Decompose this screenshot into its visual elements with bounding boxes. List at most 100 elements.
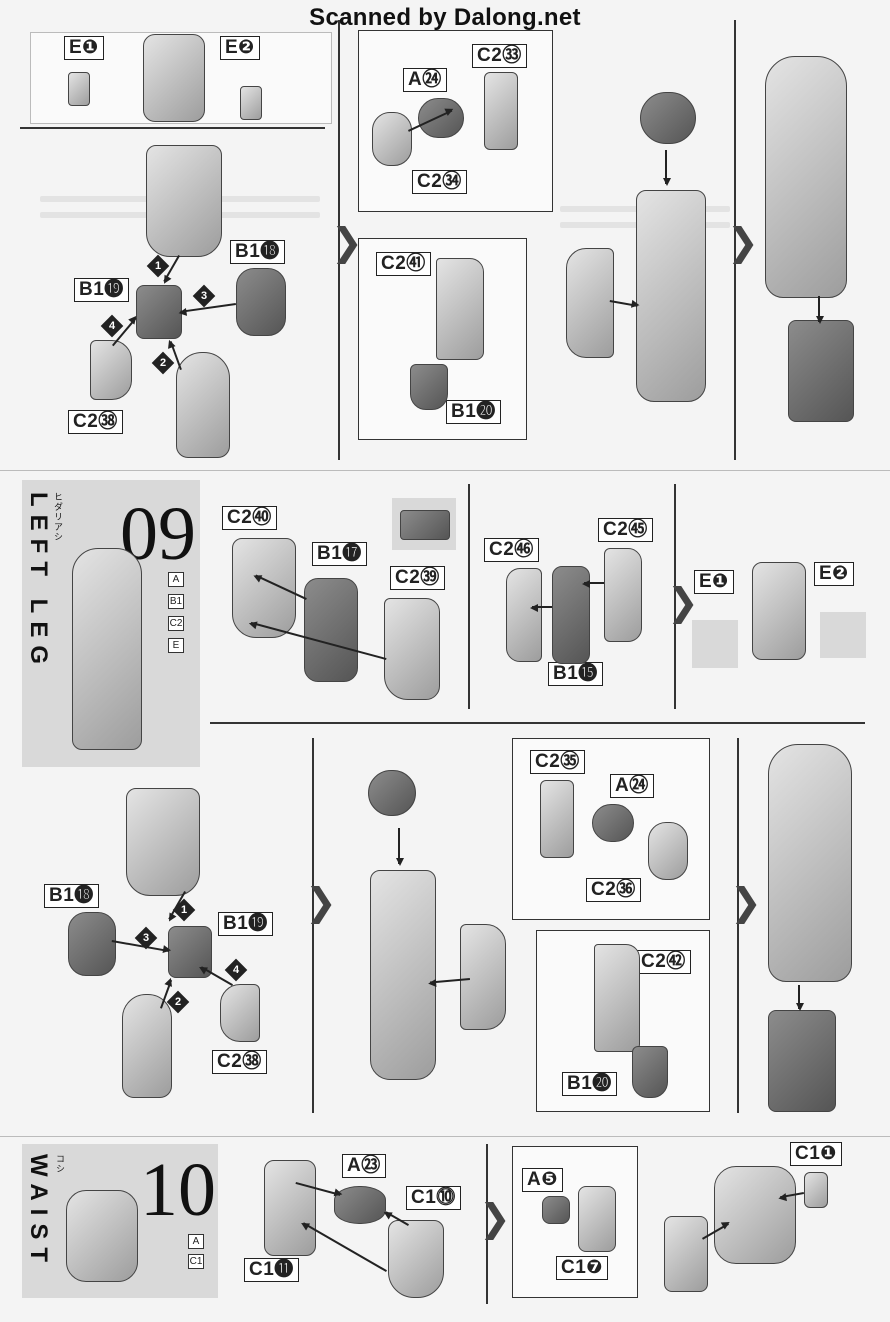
divider: [312, 738, 314, 1113]
step-marker: 1: [172, 898, 196, 922]
chevron-right-icon: ❯: [305, 880, 337, 924]
runner-tag: A: [188, 1234, 204, 1249]
skirt-part: [664, 1216, 708, 1292]
thigh-armor-part: [384, 598, 440, 700]
part-label-c1: C1❶: [790, 1142, 842, 1166]
connector-part: [540, 780, 574, 858]
section-kana: コシ: [55, 1154, 65, 1174]
section-divider: [0, 470, 890, 471]
leg-frame-part: [752, 562, 806, 660]
runner-tag: B1: [168, 594, 184, 609]
step-marker: 3: [192, 284, 216, 308]
ball-joint-part: [640, 92, 696, 144]
section-title: LEFT LEG: [25, 492, 52, 672]
section-title: WAIST: [25, 1154, 52, 1270]
runner-tag: E: [168, 638, 184, 653]
assembly-arrow: [798, 985, 800, 1009]
chevron-right-icon: ❯: [331, 220, 363, 264]
part-label-e1: E❶: [64, 36, 104, 60]
part-label-c39: C2㊴: [390, 566, 445, 590]
section-number: 10: [140, 1148, 216, 1232]
part-label-c11: C1⓫: [244, 1258, 299, 1282]
thigh-armor-part: [146, 145, 222, 257]
part-label-a24: A㉔: [610, 774, 654, 798]
knee-joint-part: [136, 285, 182, 339]
leg-assembly-part: [768, 744, 852, 982]
part-label-b18: B1⓲: [230, 240, 285, 264]
side-armor-part: [566, 248, 614, 358]
foot-part: [768, 1010, 836, 1112]
watermark-text: Scanned by Dalong.net: [309, 4, 581, 31]
foot-part: [648, 822, 688, 880]
ball-joint-part: [592, 804, 634, 842]
shin-armor-part: [604, 548, 642, 642]
small-peg-part: [240, 86, 262, 120]
small-peg-part: [68, 72, 90, 106]
foot-part: [788, 320, 854, 422]
thigh-armor-part: [126, 788, 200, 896]
assembly-arrow: [665, 150, 667, 184]
thruster-part: [410, 364, 448, 410]
waist-assembly-part: [714, 1166, 796, 1264]
step-marker: 2: [151, 351, 175, 375]
assembly-arrow: [398, 828, 400, 864]
part-label-c35: C2㉟: [530, 750, 585, 774]
waist-armor-part: [388, 1220, 444, 1298]
part-label-b19: B1⓳: [218, 912, 273, 936]
foot-part: [372, 112, 412, 166]
runner-tag: C2: [168, 616, 184, 631]
part-label-c42: C2㊷: [636, 950, 691, 974]
step-marker: 4: [224, 958, 248, 982]
part-label-c41: C2㊶: [376, 252, 431, 276]
connector-part: [484, 72, 518, 150]
thigh-frame-part: [304, 578, 358, 682]
part-label-b20: B1⓴: [446, 400, 501, 424]
shin-part: [176, 352, 230, 458]
divider: [486, 1144, 488, 1304]
part-label-c46: C2㊻: [484, 538, 539, 562]
chevron-right-icon: ❯: [727, 220, 759, 264]
part-label-c36: C2㊱: [586, 878, 641, 902]
knee-cap-part: [236, 268, 286, 336]
runner-tag: A: [168, 572, 184, 587]
assembly-arrow: [584, 582, 604, 584]
part-label-b17: B1⓱: [312, 542, 367, 566]
part-label-a23: A㉓: [342, 1154, 386, 1178]
part-label-e2: E❷: [220, 36, 260, 60]
part-label-c10: C1⓾: [406, 1186, 461, 1210]
divider: [737, 738, 739, 1113]
side-armor-part: [460, 924, 506, 1030]
part-label-a5: A❺: [522, 1168, 563, 1192]
divider: [210, 722, 865, 724]
side-armor-part: [436, 258, 484, 360]
small-armor-part: [804, 1172, 828, 1208]
assembly-arrow: [818, 296, 820, 322]
side-armor-part: [594, 944, 640, 1052]
part-label-e2: E❷: [814, 562, 854, 586]
assembly-arrow: [180, 303, 236, 313]
part-label-c40: C2㊵: [222, 506, 277, 530]
knee-armor-part: [220, 984, 260, 1042]
waist-preview-image: [66, 1190, 138, 1282]
hint-panel: [692, 620, 738, 668]
part-label-c34: C2㉞: [412, 170, 467, 194]
thruster-part: [632, 1046, 668, 1098]
chevron-right-icon: ❯: [479, 1196, 511, 1240]
divider: [338, 20, 340, 460]
assembly-arrow: [532, 606, 552, 608]
leg-assembly-part: [636, 190, 706, 402]
skirt-part: [542, 1196, 570, 1224]
runner-tag: C1: [188, 1254, 204, 1269]
chevron-right-icon: ❯: [667, 580, 699, 624]
part-label-c45: C2㊺: [598, 518, 653, 542]
part-label-b19: B1⓳: [74, 278, 129, 302]
shin-part: [122, 994, 172, 1098]
divider: [734, 20, 736, 460]
knee-armor-part: [90, 340, 132, 400]
chevron-right-icon: ❯: [730, 880, 762, 924]
part-label-a24: A㉔: [403, 68, 447, 92]
hint-panel: [820, 612, 866, 658]
part-label-c33: C2㉝: [472, 44, 527, 68]
leg-assembly-part: [765, 56, 847, 298]
section-kana: ヒダリアシ: [53, 492, 63, 542]
